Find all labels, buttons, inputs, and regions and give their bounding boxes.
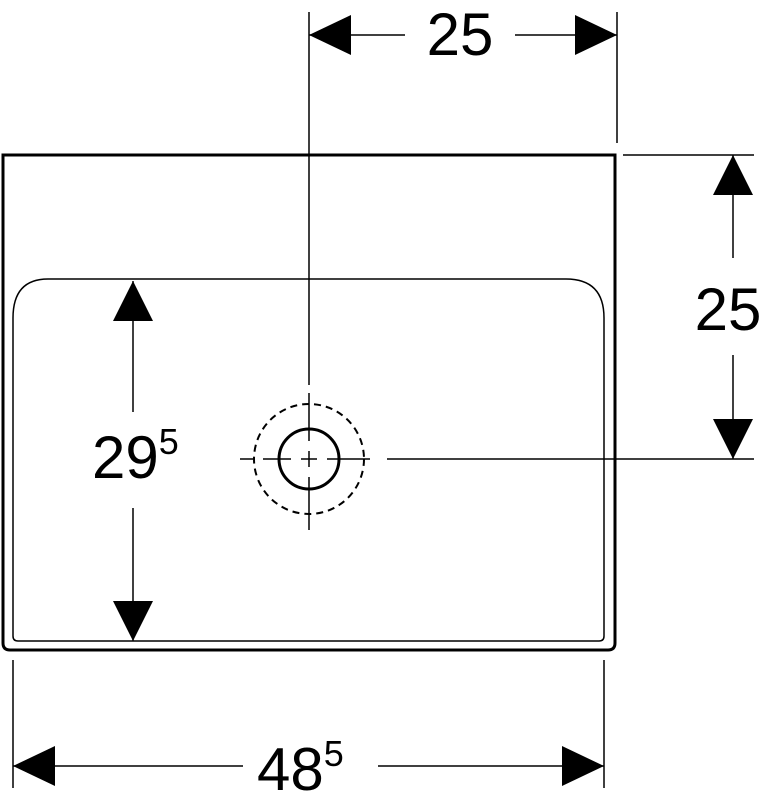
top-width-value: 25 bbox=[427, 1, 494, 68]
left-height-dimension: 295 bbox=[92, 281, 179, 641]
bottom-width-superscript: 5 bbox=[324, 733, 344, 774]
arrow-head bbox=[113, 281, 153, 321]
basin-outer-outline bbox=[1, 153, 617, 652]
right-height-value: 25 bbox=[695, 276, 762, 343]
left-height-value: 295 bbox=[92, 421, 179, 491]
arrow-head bbox=[309, 15, 351, 55]
top-width-dimension: 25 bbox=[309, 1, 618, 143]
arrow-head bbox=[562, 746, 604, 786]
bottom-width-value: 485 bbox=[257, 733, 344, 800]
basin-inner-bowl bbox=[12, 278, 605, 642]
right-height-dimension: 25 bbox=[623, 154, 762, 459]
bottom-width-base: 48 bbox=[257, 736, 324, 800]
bottom-width-dimension: 485 bbox=[12, 660, 605, 800]
left-height-superscript: 5 bbox=[159, 421, 179, 462]
left-height-base: 29 bbox=[92, 424, 159, 491]
tap-hole-centerlines bbox=[240, 12, 754, 530]
arrow-head bbox=[713, 419, 753, 459]
arrow-head bbox=[113, 601, 153, 641]
arrow-head bbox=[575, 15, 617, 55]
arrow-head bbox=[713, 155, 753, 195]
arrow-head bbox=[13, 746, 55, 786]
